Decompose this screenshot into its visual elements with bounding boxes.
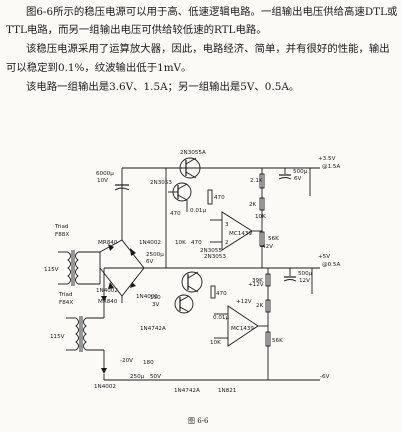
opamp-label: MC1439 [231, 326, 254, 332]
bridge-diode-label: MR840 [98, 240, 118, 246]
opamp-mc1439-lower [214, 305, 268, 347]
resistor-2k [265, 299, 271, 313]
transformer-1-label: Triad [54, 224, 69, 230]
bridge-diode-label: MR840 [98, 299, 118, 305]
negative-rail-label: -20V [120, 358, 133, 364]
transformer-1 [58, 250, 100, 286]
description-paragraph: 图6-6所示的稳压电源可以用于高、低速逻辑电路。一组输出电压供给高速DTL或TT… [6, 6, 398, 37]
diode-icon [101, 368, 107, 374]
description-paragraph: 该电路一组输出是3.6V、1.5A；另一组输出是5V、0.5A。 [26, 80, 300, 93]
description-paragraph: 该稳压电源采用了运算放大器，因此，电路经济、简单，并有很好的性能，输出可以稳定到… [6, 43, 390, 74]
transistor-2n3053-upper [168, 182, 192, 212]
opamp-label: MC1439 [229, 231, 252, 237]
resistor-label: 2.1K [250, 178, 263, 184]
output-3v5-label: +3.5V [318, 156, 336, 162]
capacitor-label: 6000μ [96, 171, 114, 177]
description: 图6-6所示的稳压电源可以用于高、低速逻辑电路。一组输出电压供给高速DTL或TT… [6, 3, 398, 96]
resistor-56k [265, 331, 271, 347]
negative-rail-label: -42V [260, 244, 273, 250]
diode-label: 1N4002 [96, 288, 118, 294]
resistor-label: 10K [175, 240, 186, 246]
capacitor-rating: 12V [299, 278, 310, 284]
resistor-label: 470 [191, 240, 202, 246]
pin-number: 3 [225, 222, 229, 228]
input-voltage-1: 115V [44, 267, 59, 273]
diode-label: 1N4002 [94, 384, 116, 390]
transformer-2-label: Triad [58, 292, 73, 298]
resistor-label: 470 [170, 211, 181, 217]
resistor-label: 10K [255, 214, 266, 220]
resistor-label: 39K [252, 278, 263, 284]
transistor-label: 2N3053 [204, 254, 226, 260]
resistor-label: 56K [268, 236, 279, 242]
transistor-2n3055 [181, 271, 203, 293]
bridge-diode-label: 1N4002 [139, 240, 161, 246]
capacitor-label: 150 [150, 295, 161, 301]
capacitor-label: 250μ [130, 374, 145, 380]
resistor-470 [210, 285, 216, 299]
resistor-470 [207, 189, 213, 205]
output-5v-current: @0.5A [322, 262, 340, 268]
resistor-label: 2K [256, 303, 264, 309]
transistor-2n3053-lower [174, 294, 194, 314]
figure-caption: 图 6-6 [188, 417, 209, 425]
capacitor-label: 2500μ [146, 252, 164, 258]
resistor-label: 56K [272, 338, 283, 344]
resistor-label: 180 [143, 360, 154, 366]
bridge-diode-label: 1N4002 [136, 294, 158, 300]
transistor-label: 2N3053 [150, 180, 172, 186]
supply-label: +12V [236, 299, 252, 305]
transistor-label: 2N3055A [180, 150, 206, 156]
transformer-2-model: F84X [59, 300, 73, 306]
capacitor-rating: 6V [294, 176, 302, 182]
input-voltage-2: 115V [50, 334, 65, 340]
negative-rail-label: -6V [320, 374, 330, 380]
supply-label: +12V [248, 282, 264, 288]
zener-label: 1N4742A [140, 326, 166, 332]
zener-label: 1N4742A [174, 388, 200, 394]
resistor-2k1 [259, 173, 265, 189]
resistor-56k [259, 231, 265, 247]
pin-number: 2 [225, 240, 229, 246]
opamp-mc1439-upper [210, 211, 262, 251]
transformer-2 [66, 296, 105, 368]
capacitor-rating: 3V [152, 302, 160, 308]
resistor-label: 2K [249, 202, 257, 208]
bridge-rectifier [99, 210, 145, 303]
capacitor-rating: 10V [97, 178, 108, 184]
transistor-2n3055a [179, 157, 201, 179]
resistor-2k [259, 197, 265, 211]
resistor-39k [265, 273, 271, 287]
capacitor-label: 0.01μ [190, 208, 206, 214]
output-5v-label: +5V [318, 254, 330, 260]
resistor-label: 10K [210, 340, 221, 346]
output-3v5-current: @1.5A [322, 164, 340, 170]
transformer-1-model: F88X [55, 232, 69, 238]
zener-label: 1N821 [218, 388, 237, 394]
capacitor-rating: 6V [146, 259, 154, 265]
resistor-label: 470 [216, 291, 227, 297]
transistor-label: 2N3055 [200, 248, 222, 254]
resistor-label: 470 [214, 195, 225, 201]
capacitor-label: 500μ [293, 169, 308, 175]
capacitor-rating: 50V [150, 374, 161, 380]
capacitor-label: 500μ [298, 271, 313, 277]
capacitor-6000u [114, 168, 130, 210]
diode-icon [101, 296, 107, 302]
capacitor-label: 0.01μ [213, 315, 229, 321]
